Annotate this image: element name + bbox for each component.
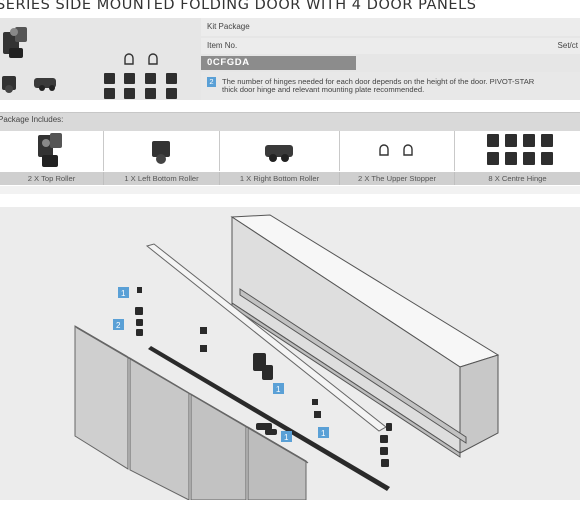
right-bottom-roller-icon [34,78,56,91]
package-item-centre-hinge [455,131,580,171]
callout-1c: 1 [318,427,329,438]
hardware-parts [135,287,392,467]
right-bottom-roller-icon [265,145,293,162]
callout-2: 2 [113,319,124,330]
upper-stopper-icon [124,53,158,65]
note-number-badge: 2 [207,77,216,87]
kit-parts-illustration [2,27,177,99]
top-roller-icon [38,133,62,167]
svg-text:1: 1 [321,429,326,438]
item-code-bar: 0CFGDA [201,56,356,70]
cabinet [230,214,500,458]
package-item-top-roller [0,131,104,171]
door-panels [74,325,309,501]
svg-text:2: 2 [116,321,121,330]
caption-right-bottom-roller: 1 X Right Bottom Roller [220,172,340,185]
page-title: SERIES SIDE MOUNTED FOLDING DOOR WITH 4 … [0,0,477,13]
svg-text:1: 1 [284,433,289,442]
caption-upper-stopper: 2 X The Upper Stopper [340,172,455,185]
item-no-label: Item No. [207,41,238,50]
left-bottom-roller-icon [2,76,16,93]
svg-text:1: 1 [276,385,281,394]
unit-label: Set/ct [557,41,578,50]
package-item-right-bottom-roller [220,131,340,171]
kit-package-row: Kit Package [201,18,580,36]
caption-centre-hinge: 8 X Centre Hinge [455,172,580,185]
package-item-upper-stopper [340,131,455,171]
section-divider [0,186,580,194]
upper-stopper-icon [379,144,413,156]
top-roller-icon [3,27,27,58]
callout-1d: 1 [281,431,292,442]
package-includes-label: Package Includes: [0,115,64,124]
item-code: 0CFGDA [207,57,250,68]
left-bottom-roller-icon [152,141,170,164]
kit-package-label: Kit Package [207,22,250,31]
kit-image-area [0,18,199,100]
callout-1b: 1 [273,383,284,394]
caption-left-bottom-roller: 1 X Left Bottom Roller [104,172,220,185]
package-item-left-bottom-roller [104,131,220,171]
centre-hinge-icon [104,73,177,99]
hinge-note: 2 The number of hinges needed for each d… [201,72,580,100]
package-includes-bar [0,112,580,131]
caption-top-roller: 2 X Top Roller [0,172,104,185]
note-line-2: thick door hinge and relevant mounting p… [222,85,425,94]
note-line-1: The number of hinges needed for each doo… [222,77,535,86]
item-no-row: Item No. Set/ct [201,38,580,54]
centre-hinge-icon [487,134,553,165]
callout-1a: 1 [118,287,129,298]
bottom-track [148,346,390,491]
svg-text:1: 1 [121,289,126,298]
assembly-diagram: 1 2 1 1 1 [0,207,580,501]
cabinet-exploded-view: 1 2 1 1 1 [74,214,500,501]
